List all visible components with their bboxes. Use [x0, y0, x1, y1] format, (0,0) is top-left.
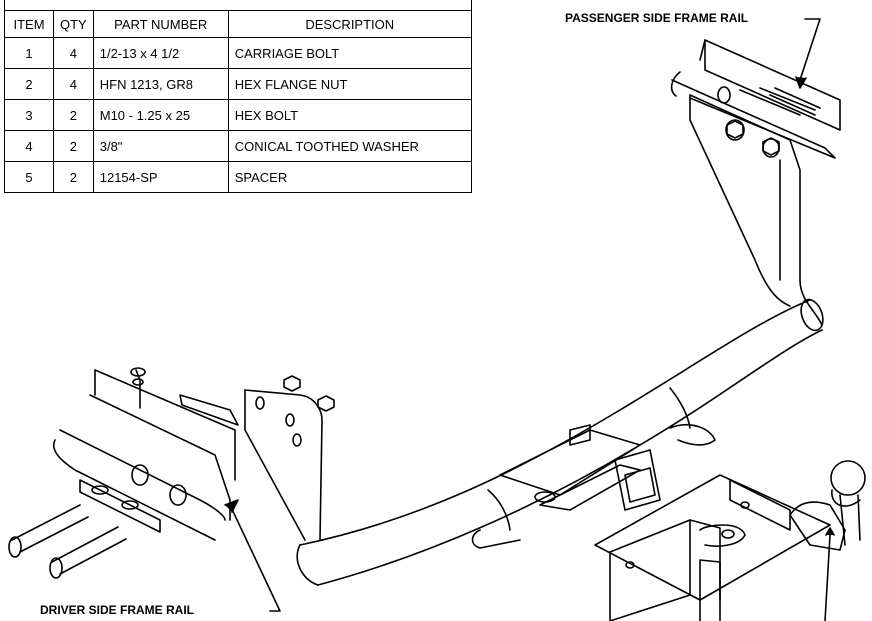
- cell-part: 1/2-13 x 4 1/2: [92, 37, 229, 69]
- table-header-row: ITEM QTY PART NUMBER DESCRIPTION: [4, 10, 472, 38]
- cell-qty: 2: [53, 161, 94, 193]
- cell-desc: CARRIAGE BOLT: [227, 37, 472, 69]
- header-qty: QTY: [53, 10, 94, 38]
- ball-mount: [594, 460, 866, 621]
- cell-desc: HEX BOLT: [227, 99, 472, 131]
- header-item: ITEM: [4, 10, 54, 38]
- parts-table: ITEM QTY PART NUMBER DESCRIPTION 1 4 1/2…: [4, 0, 472, 193]
- table-row: 4 2 3/8" CONICAL TOOTHED WASHER: [4, 130, 472, 162]
- passenger-side-label: PASSENGER SIDE FRAME RAIL: [565, 11, 749, 25]
- cell-desc: HEX FLANGE NUT: [227, 68, 472, 100]
- cell-part: M10 - 1.25 x 25: [92, 99, 229, 131]
- header-description: DESCRIPTION: [227, 10, 472, 38]
- cell-item: 5: [4, 161, 54, 193]
- table-row: 3 2 M10 - 1.25 x 25 HEX BOLT: [4, 99, 472, 131]
- cell-desc: CONICAL TOOTHED WASHER: [227, 130, 472, 162]
- header-part-number: PART NUMBER: [92, 10, 229, 38]
- cell-part: 12154-SP: [92, 161, 229, 193]
- receiver: [471, 424, 716, 549]
- cell-qty: 4: [53, 37, 94, 69]
- cell-qty: 4: [53, 68, 94, 100]
- carriage-bolts: [8, 504, 127, 579]
- table-row: 2 4 HFN 1213, GR8 HEX FLANGE NUT: [4, 68, 472, 100]
- cell-desc: SPACER: [227, 161, 472, 193]
- cell-qty: 2: [53, 130, 94, 162]
- cell-item: 2: [4, 68, 54, 100]
- table-row: 1 4 1/2-13 x 4 1/2 CARRIAGE BOLT: [4, 37, 472, 69]
- cell-part: 3/8": [92, 130, 229, 162]
- cell-item: 4: [4, 130, 54, 162]
- cell-qty: 2: [53, 99, 94, 131]
- table-row: 5 2 12154-SP SPACER: [4, 161, 472, 193]
- cell-item: 3: [4, 99, 54, 131]
- cross-tube: [296, 298, 824, 586]
- cell-part: HFN 1213, GR8: [92, 68, 229, 100]
- passenger-bracket: [670, 39, 841, 326]
- cell-item: 1: [4, 37, 54, 69]
- leader-lines: [224, 18, 835, 621]
- driver-bracket: [53, 367, 335, 541]
- driver-side-label: DRIVER SIDE FRAME RAIL: [40, 603, 195, 617]
